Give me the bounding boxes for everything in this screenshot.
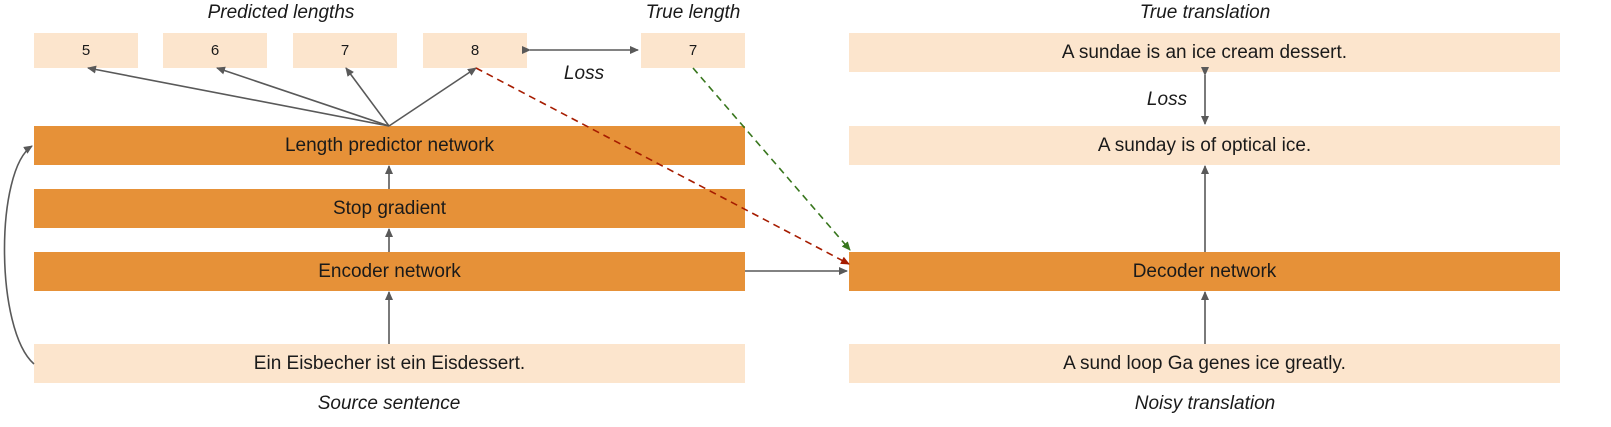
caption-true-length: True length <box>645 2 741 23</box>
decoder-block: Decoder network <box>849 252 1560 291</box>
predicted-length-box: 5 <box>34 33 138 68</box>
arrow-to-length-5 <box>87 65 390 127</box>
predicted-translation-box: A sunday is of optical ice. <box>849 126 1560 165</box>
noisy-translation-box: A sund loop Ga genes ice greatly. <box>849 344 1560 383</box>
arrow-to-length-7 <box>345 67 390 127</box>
arrow-source-to-predictor <box>3 145 35 365</box>
true-length-box: 7 <box>641 33 745 68</box>
source-sentence-box: Ein Eisbecher ist ein Eisdessert. <box>34 344 745 383</box>
caption-loss-right: Loss <box>1146 89 1188 110</box>
predicted-length-box: 8 <box>423 33 527 68</box>
arrow-to-length-8 <box>388 67 477 127</box>
arrow-to-length-6 <box>216 66 390 127</box>
stop-gradient-block: Stop gradient <box>34 189 745 228</box>
length-predictor-block: Length predictor network <box>34 126 745 165</box>
caption-loss-left: Loss <box>563 63 605 84</box>
encoder-block: Encoder network <box>34 252 745 291</box>
true-translation-box: A sundae is an ice cream dessert. <box>849 33 1560 72</box>
dashed-arrow-predicted-length-to-decoder <box>475 67 850 265</box>
caption-predicted-lengths: Predicted lengths <box>207 2 355 23</box>
predicted-length-box: 6 <box>163 33 267 68</box>
caption-source-sentence: Source sentence <box>317 393 461 414</box>
caption-true-translation: True translation <box>1139 2 1271 23</box>
predicted-length-box: 7 <box>293 33 397 68</box>
caption-noisy-translation: Noisy translation <box>1134 393 1276 414</box>
